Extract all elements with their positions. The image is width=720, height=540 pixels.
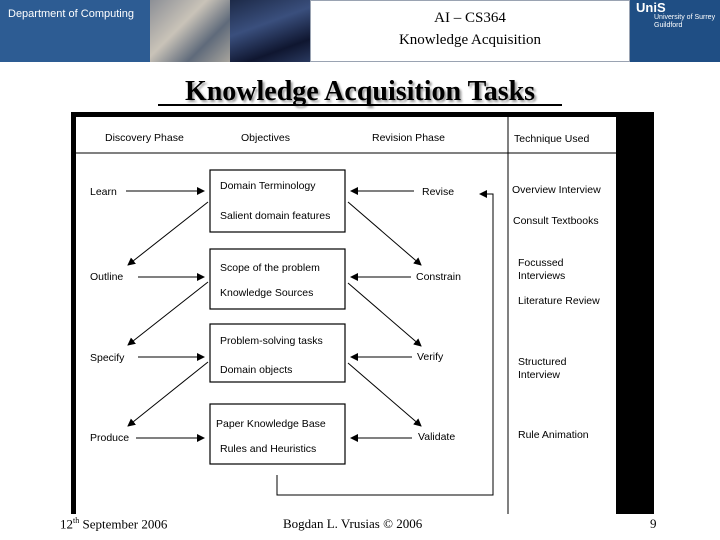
arrow-objectives3-to-validate (347, 362, 422, 427)
header-technique-used: Technique Used (514, 133, 589, 145)
technique-overview-interview: Overview Interview (512, 184, 601, 196)
objective-paper-kb: Paper Knowledge Base (216, 418, 326, 430)
arrow-objectives1-to-outline (127, 201, 209, 266)
step-specify: Specify (90, 352, 125, 364)
step-revise: Revise (422, 186, 454, 198)
students-photo (230, 0, 310, 62)
step-produce: Produce (90, 432, 129, 444)
objective-box-3 (209, 323, 346, 383)
footer-date-rest: September 2006 (79, 516, 168, 532)
department-label: Department of Computing (8, 8, 134, 20)
course-code: AI – CS364 (434, 10, 506, 26)
step-validate: Validate (418, 431, 455, 443)
technique-interview: Interview (518, 369, 560, 381)
feedback-loop-to-revise (276, 190, 494, 496)
computer-lab-photo (150, 0, 230, 62)
footer-date-suffix: th (73, 516, 80, 525)
objective-rules-heuristics: Rules and Heuristics (220, 443, 316, 455)
footer-author: Bogdan L. Vrusias © 2006 (283, 516, 423, 531)
step-verify: Verify (417, 351, 444, 363)
knowledge-acquisition-diagram: Discovery Phase Objectives Revision Phas… (76, 117, 616, 514)
step-learn: Learn (90, 186, 117, 198)
footer-date: 12th September 2006 (60, 516, 167, 532)
university-logo-area (630, 0, 720, 62)
department-panel (0, 0, 150, 62)
title-underline (158, 104, 562, 106)
objective-domain-terminology: Domain Terminology (220, 180, 316, 192)
step-outline: Outline (90, 271, 123, 283)
unis-logo: UniS (636, 0, 666, 15)
technique-focussed: Focussed (518, 257, 564, 269)
arrow-objectives1-to-constrain (347, 201, 422, 266)
technique-rule-animation: Rule Animation (518, 429, 589, 441)
university-line2: Guildford (654, 22, 683, 29)
header-objectives: Objectives (241, 132, 290, 144)
course-name: Knowledge Acquisition (398, 32, 542, 48)
objective-problem-solving: Problem-solving tasks (220, 335, 323, 347)
course-box (310, 0, 630, 62)
objective-domain-objects: Domain objects (220, 364, 292, 376)
university-name: University of Surrey Guildford (654, 14, 715, 30)
university-line1: University of Surrey (654, 14, 716, 21)
technique-consult-textbooks: Consult Textbooks (513, 215, 599, 227)
footer-date-day: 12 (60, 516, 73, 532)
technique-interviews: Interviews (518, 270, 565, 282)
objective-knowledge-sources: Knowledge Sources (220, 287, 313, 299)
technique-structured: Structured (518, 356, 567, 368)
objective-salient-features: Salient domain features (220, 210, 330, 222)
arrow-objectives2-to-verify (347, 282, 422, 347)
objective-box-4 (209, 403, 346, 465)
arrow-objectives2-to-specify (127, 281, 209, 346)
header-revision-phase: Revision Phase (372, 132, 445, 144)
page-number: 9 (650, 516, 657, 531)
header-discovery-phase: Discovery Phase (105, 132, 184, 144)
technique-literature-review: Literature Review (518, 295, 600, 307)
arrow-objectives3-to-produce (127, 361, 209, 427)
objective-scope: Scope of the problem (220, 262, 320, 274)
slide-title: Knowledge Acquisition Tasks (184, 76, 536, 107)
objective-box-2 (209, 248, 346, 310)
objective-box-1 (209, 169, 346, 233)
step-constrain: Constrain (416, 271, 461, 283)
